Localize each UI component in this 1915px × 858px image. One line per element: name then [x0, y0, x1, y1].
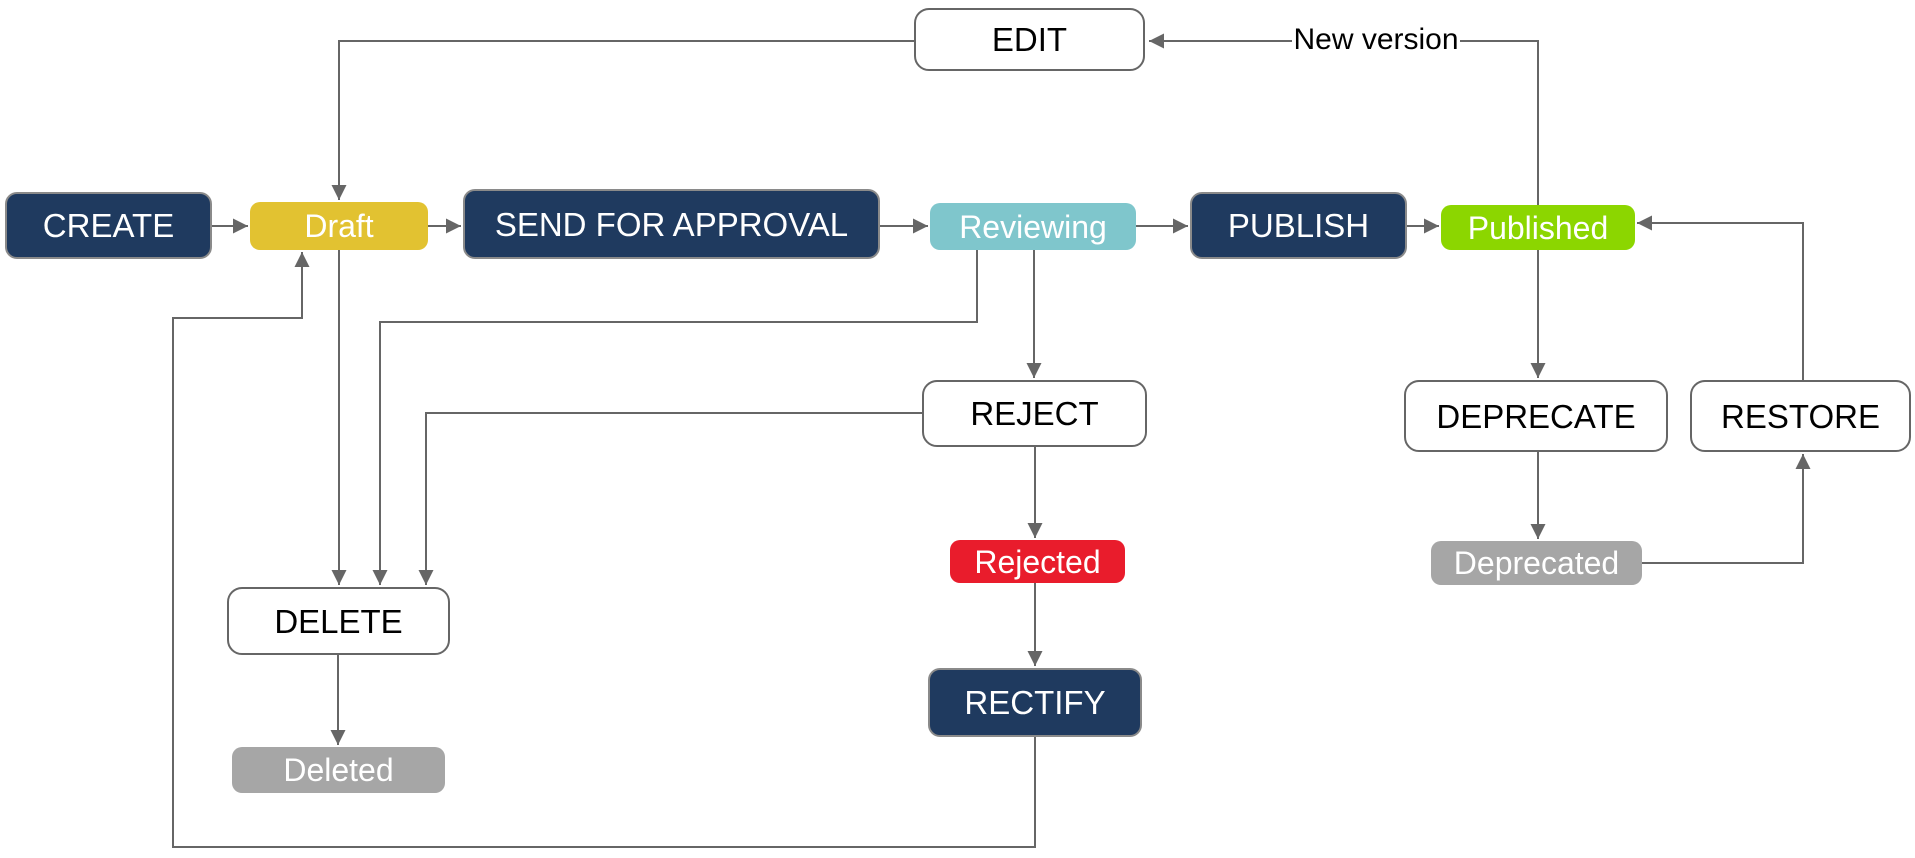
node-draft-state: Draft — [250, 202, 428, 250]
edge-rectify-to-draft — [172, 252, 1036, 848]
node-rejected-state: Rejected — [950, 540, 1125, 583]
edge-label-new-version: New version — [1292, 20, 1460, 60]
edge-restore-to-published — [1637, 215, 1804, 380]
edge-edit-to-draft — [331, 40, 914, 200]
node-deprecate-action: DEPRECATE — [1404, 380, 1668, 452]
node-edit-action: EDIT — [914, 8, 1145, 71]
node-deprecated-state: Deprecated — [1431, 541, 1642, 585]
node-delete-action: DELETE — [227, 587, 450, 655]
node-reviewing-state: Reviewing — [930, 203, 1136, 250]
node-publish-action: PUBLISH — [1190, 192, 1407, 259]
edge-published-to-edit-new-version — [1149, 33, 1539, 205]
node-send-for-approval-action: SEND FOR APPROVAL — [463, 189, 880, 259]
node-published-state: Published — [1441, 205, 1635, 250]
node-create-action: CREATE — [5, 192, 212, 259]
node-reject-action: REJECT — [922, 380, 1147, 447]
edge-deprecated-to-restore — [1642, 454, 1811, 564]
edge-reject-to-delete — [418, 412, 922, 585]
edge-reviewing-to-delete — [372, 250, 978, 585]
node-rectify-action: RECTIFY — [928, 668, 1142, 737]
node-restore-action: RESTORE — [1690, 380, 1911, 452]
node-deleted-state: Deleted — [232, 747, 445, 793]
